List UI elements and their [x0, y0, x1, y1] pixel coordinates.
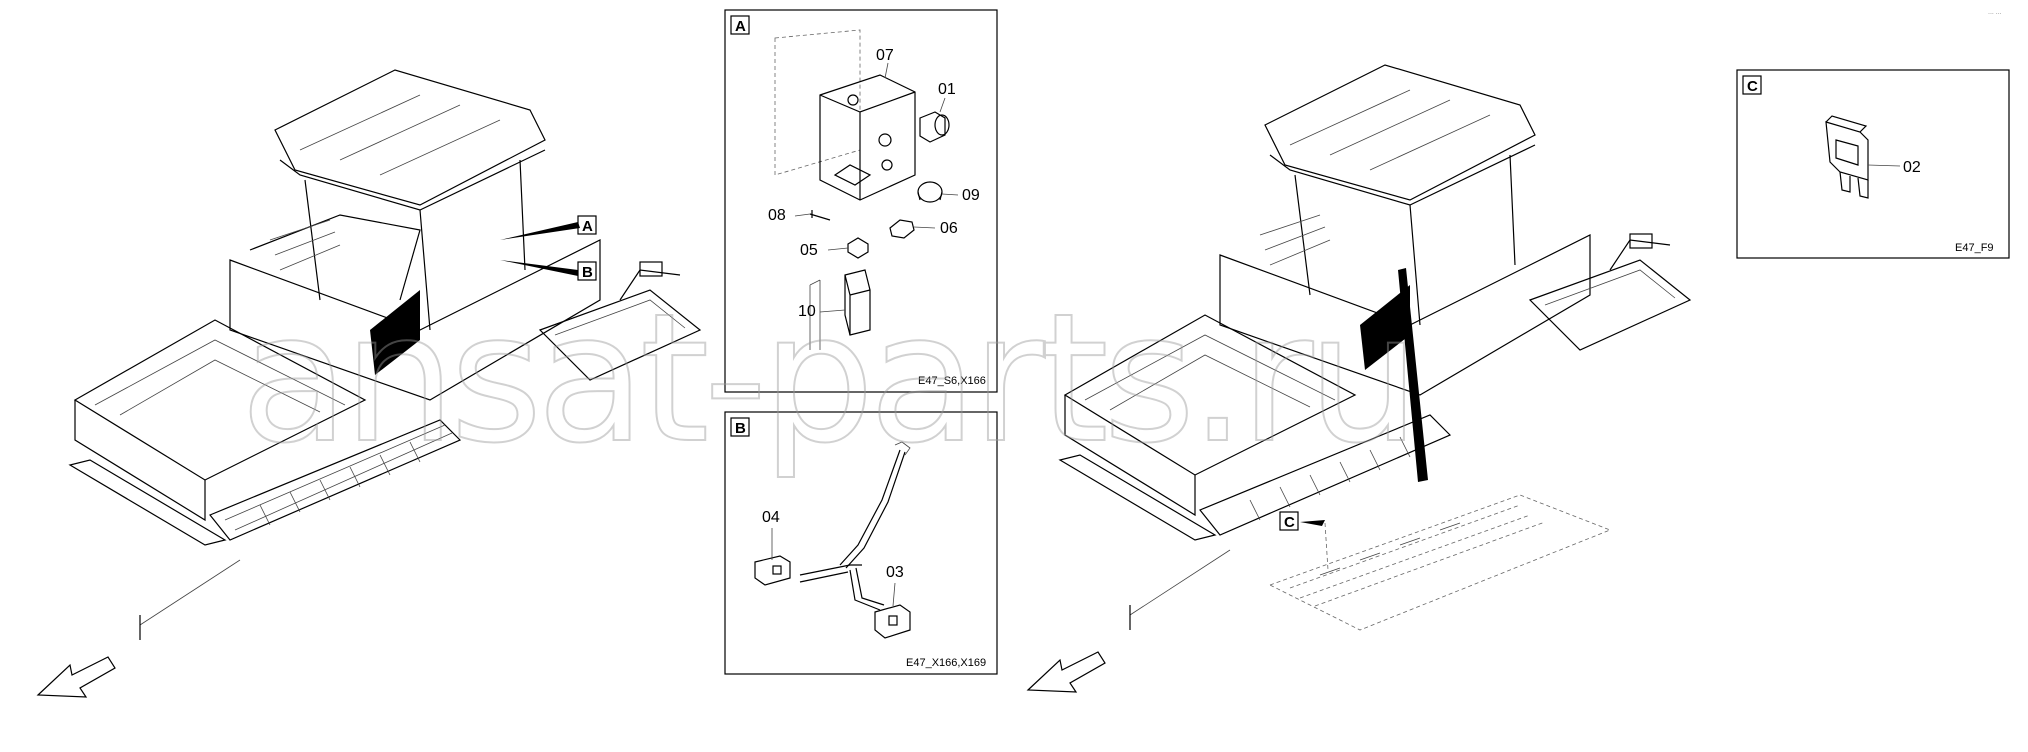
- part-label-04: 04: [762, 509, 780, 526]
- watermark: ansat-parts.ru: [240, 275, 1414, 482]
- right-paver-drawing: [1026, 64, 1692, 693]
- panel-c-tag: C: [1747, 78, 1758, 95]
- callout-lines-left: [500, 222, 580, 276]
- panel-c-caption: E47_F9: [1955, 242, 1994, 254]
- left-paver-drawing: [36, 69, 702, 698]
- part-label-08: 08: [768, 207, 786, 224]
- part-label-03: 03: [886, 564, 904, 581]
- part-label-09: 09: [962, 187, 980, 204]
- callout-b-label: B: [582, 264, 593, 281]
- part-label-06: 06: [940, 220, 958, 237]
- panel-a-tag: A: [735, 18, 746, 35]
- part-label-05: 05: [800, 242, 818, 259]
- part-label-02: 02: [1903, 159, 1921, 176]
- panel-b: [724, 411, 998, 675]
- panel-b-caption: E47_X166,X169: [906, 657, 986, 669]
- part-label-07: 07: [876, 47, 894, 64]
- panel-c: [1736, 69, 2010, 259]
- panel-a-caption: E47_S6,X166: [918, 375, 986, 387]
- callout-c-label: C: [1284, 514, 1295, 531]
- callout-a-label: A: [582, 218, 593, 235]
- panel-b-tag: B: [735, 420, 746, 437]
- part-label-10: 10: [798, 303, 816, 320]
- panel-a: [724, 9, 998, 393]
- corner-mark: ... ...: [1988, 9, 2002, 16]
- part-label-01: 01: [938, 81, 956, 98]
